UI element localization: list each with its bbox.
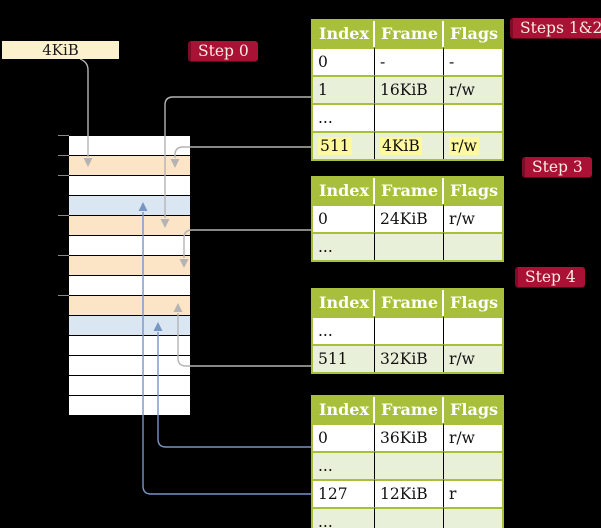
table-cell: ... [313,507,376,528]
page-table-steps-1-2: Index Frame Flags 0 - - 1 16KiB r/w ... … [311,19,505,161]
table-cell: ... [313,232,376,260]
table-row: 0 - - [313,47,503,75]
memory-row-peach [69,216,190,236]
table-cell: r/w [444,75,503,103]
highlighted-value: r/w [449,137,479,155]
table-cell: ... [313,451,376,479]
table-cell: 4KiB [375,131,445,159]
memory-row-white [69,376,190,396]
table-cell [375,451,445,479]
column-header-flags: Flags [444,178,503,204]
table-cell [444,232,503,260]
column-header-frame: Frame [375,397,445,423]
table-header-row: Index Frame Flags [313,290,503,316]
memory-row-white [69,356,190,376]
table-cell: 0 [313,423,376,451]
column-header-index: Index [313,397,376,423]
table-header-row: Index Frame Flags [313,397,503,423]
column-header-frame: Frame [375,21,445,47]
table-cell [375,316,445,344]
table-cell [444,507,503,528]
memory-row-white [69,136,190,156]
memory-tick [58,215,69,216]
table-row: 1 16KiB r/w [313,75,503,103]
highlighted-value: 511 [318,137,352,155]
memory-row-blue [69,196,190,216]
step-0-badge: Step 0 [188,41,258,61]
highlighted-value: 4KiB [380,137,422,155]
column-header-flags: Flags [444,21,503,47]
table-header-row: Index Frame Flags [313,178,503,204]
table-row: 511 32KiB r/w [313,344,503,372]
column-header-index: Index [313,21,376,47]
table-header-row: Index Frame Flags [313,21,503,47]
memory-row-peach [69,296,190,316]
steps-1-2-badge: Steps 1&2 [510,18,601,38]
memory-row-white [69,236,190,256]
column-header-frame: Frame [375,178,445,204]
table-row-highlighted: 511 4KiB r/w [313,131,503,159]
table-cell: ... [313,316,376,344]
memory-tick [58,175,69,176]
table-cell: 36KiB [375,423,445,451]
table-cell: 12KiB [375,479,445,507]
memory-tick [58,255,69,256]
memory-row-white [69,176,190,196]
table-cell: r/w [444,423,503,451]
memory-tick [58,155,69,156]
table-cell: r/w [444,131,503,159]
table-cell: 127 [313,479,376,507]
table-row: ... [313,232,503,260]
table-cell: 511 [313,131,376,159]
table-row: 127 12KiB r [313,479,503,507]
page-table-step-3: Index Frame Flags 0 24KiB r/w ... [311,176,505,262]
table-cell: 32KiB [375,344,445,372]
page-size-box: 4KiB [2,41,119,59]
table-cell [375,507,445,528]
table-cell: 0 [313,204,376,232]
column-header-frame: Frame [375,290,445,316]
table-cell: 511 [313,344,376,372]
column-header-index: Index [313,178,376,204]
memory-row-peach [69,156,190,176]
table-cell: - [444,47,503,75]
table-cell: r/w [444,344,503,372]
table-row: 0 36KiB r/w [313,423,503,451]
memory-tick [58,295,69,296]
table-row: ... [313,316,503,344]
memory-row-peach [69,256,190,276]
step-4-badge: Step 4 [515,267,585,287]
table-cell: - [375,47,445,75]
table-cell [444,103,503,131]
table-cell: r [444,479,503,507]
table-cell [375,103,445,131]
table-cell: 24KiB [375,204,445,232]
memory-row-white [69,336,190,356]
table-row: ... [313,103,503,131]
table-row: ... [313,451,503,479]
memory-row-white [69,396,190,416]
memory-column [69,136,190,416]
table-cell [444,451,503,479]
table-row: ... [313,507,503,528]
column-header-index: Index [313,290,376,316]
table-cell: 0 [313,47,376,75]
column-header-flags: Flags [444,290,503,316]
table-cell [444,316,503,344]
page-table-final-level: Index Frame Flags 0 36KiB r/w ... 127 12… [311,395,505,528]
table-cell: 1 [313,75,376,103]
memory-tick [58,135,69,136]
memory-row-blue [69,316,190,336]
page-size-label: 4KiB [42,41,79,59]
table-cell: ... [313,103,376,131]
table-row: 0 24KiB r/w [313,204,503,232]
column-header-flags: Flags [444,397,503,423]
page-table-step-4: Index Frame Flags ... 511 32KiB r/w [311,288,505,374]
table-cell: r/w [444,204,503,232]
table-cell [375,232,445,260]
step-3-badge: Step 3 [522,157,592,177]
table-cell: 16KiB [375,75,445,103]
memory-row-white [69,276,190,296]
